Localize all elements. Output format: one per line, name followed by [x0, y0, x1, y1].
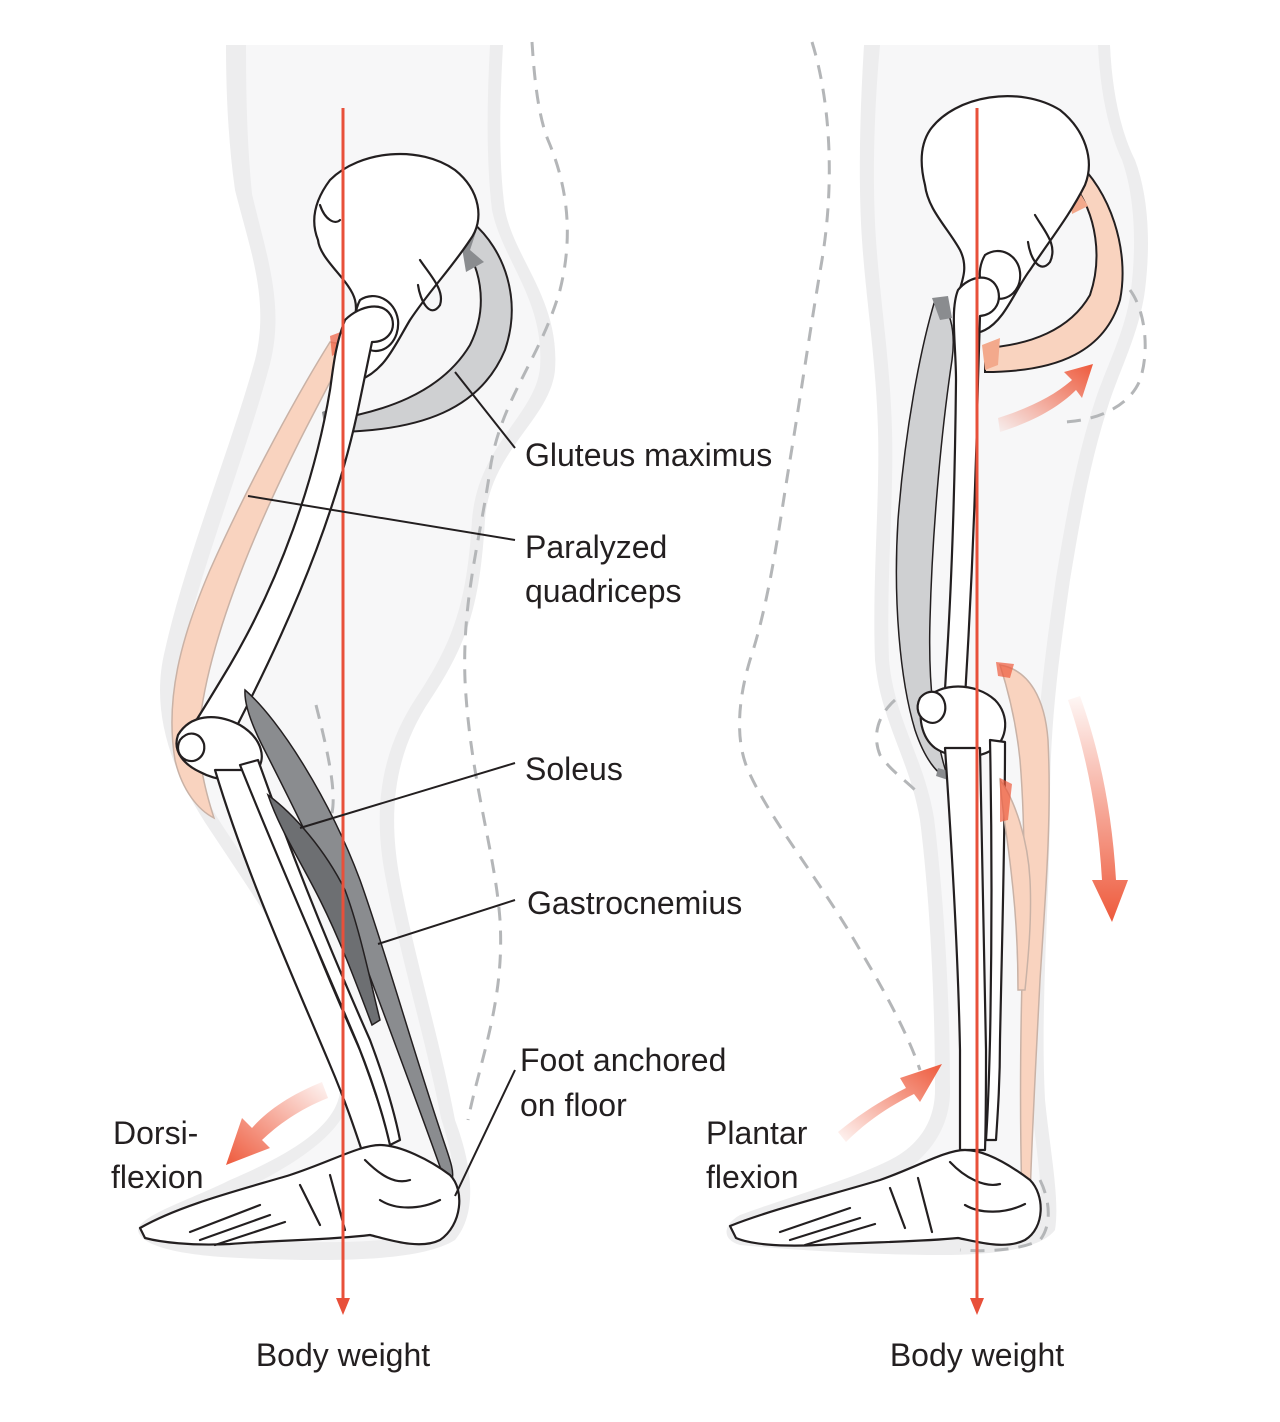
label-gluteus-maximus: Gluteus maximus	[525, 437, 772, 473]
left-dashed-outline	[463, 41, 569, 1121]
label-soleus: Soleus	[525, 751, 623, 787]
right-fibula	[984, 738, 1007, 1142]
right-pelvis	[920, 95, 1090, 335]
left-fibula	[238, 758, 402, 1147]
leader-gluteus	[454, 371, 516, 449]
right-knee-arrow-icon	[1068, 696, 1128, 922]
label-foot-anchored: Foot anchored	[520, 1042, 726, 1078]
left-foot-detail	[188, 1158, 442, 1247]
label-dorsi: Dorsi-	[113, 1115, 198, 1151]
right-plantarflexion-arrow-icon	[838, 1064, 942, 1142]
right-calf-tendon	[996, 662, 1014, 822]
right-foot-detail	[778, 1160, 1027, 1247]
leader-foot	[454, 1069, 516, 1197]
leader-quadriceps	[247, 495, 516, 541]
label-paralyzed: Paralyzed	[525, 529, 667, 565]
label-plantar: Plantar	[706, 1115, 808, 1151]
right-leg-figure	[726, 41, 1148, 1315]
label-dorsi-flexion: flexion	[111, 1159, 204, 1195]
leader-gastrocnemius	[377, 899, 516, 945]
label-body-weight-left: Body weight	[256, 1337, 430, 1373]
leader-soleus	[299, 762, 516, 829]
right-dashed-outline-hip	[1064, 289, 1147, 424]
left-dashed-outline-2	[314, 704, 335, 821]
label-body-weight-right: Body weight	[890, 1337, 1064, 1373]
right-dashed-outline-knee	[875, 698, 917, 792]
left-patella	[176, 732, 206, 763]
left-body-weight-arrow-icon	[336, 1298, 350, 1315]
right-body-weight-arrow-icon	[970, 1298, 984, 1315]
right-dashed-outline-front	[738, 41, 922, 1071]
left-paralyzed-quadriceps	[171, 341, 347, 820]
right-gluteus-maximus	[984, 158, 1124, 374]
right-soleus	[999, 777, 1032, 991]
left-soleus	[266, 792, 381, 1027]
label-plantar-flexion: flexion	[706, 1159, 799, 1195]
label-quadriceps: quadriceps	[525, 573, 682, 609]
label-on-floor: on floor	[520, 1087, 627, 1123]
right-hip-arrow-icon	[998, 364, 1093, 432]
left-dorsiflexion-arrow-icon	[226, 1082, 328, 1165]
left-leg-figure	[138, 41, 569, 1315]
right-patella	[916, 690, 947, 724]
label-gastrocnemius: Gastrocnemius	[527, 885, 742, 921]
left-leg-skin-inner	[156, 45, 541, 1243]
